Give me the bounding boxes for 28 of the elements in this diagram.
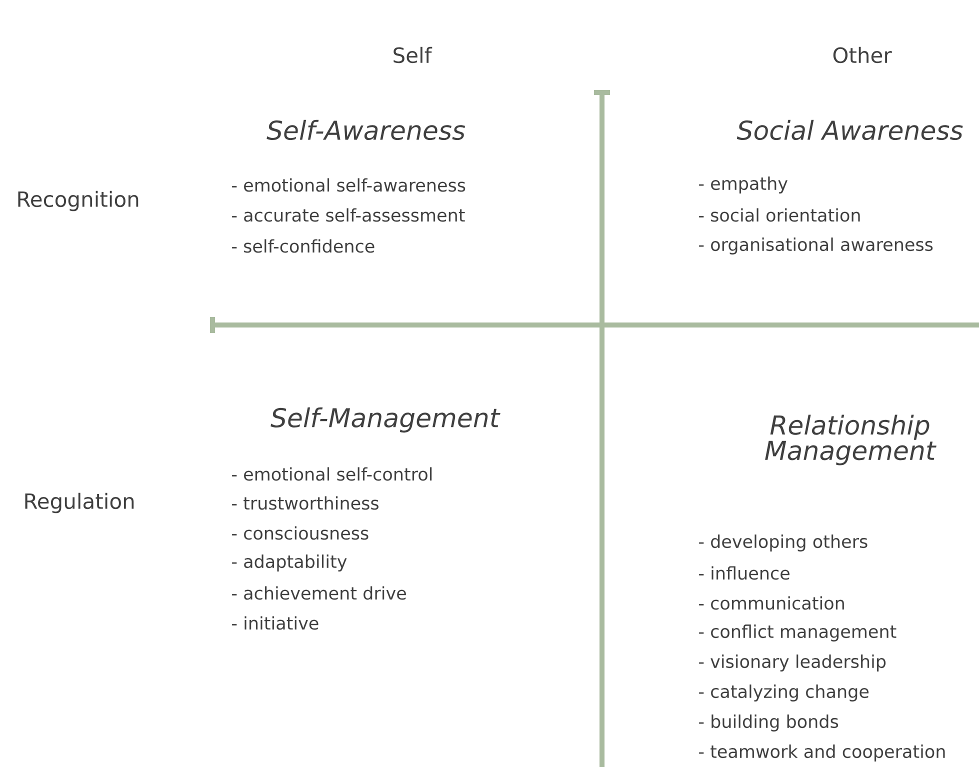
list-item: - catalyzing change	[699, 684, 869, 702]
list-item: - emotional self-awareness	[232, 178, 466, 192]
list-item: - trustworthiness	[232, 496, 378, 510]
column-header: Self	[394, 46, 432, 64]
quadrant-heading: Social Awareness	[736, 120, 963, 140]
row-header: Recognition	[18, 190, 138, 212]
list-item: - developing others	[699, 534, 868, 552]
list-item: - conflict management	[699, 624, 896, 642]
quadrant-heading: Self-Management	[270, 407, 500, 433]
list-item: - influence	[699, 566, 790, 580]
quadrant-heading: Relationship Management	[765, 414, 936, 466]
quadrant-heading: Self-Awareness	[266, 120, 465, 140]
list-item: - communication	[699, 596, 844, 610]
row-header: Regulation	[25, 492, 134, 514]
list-item: - accurate self-assessment	[232, 208, 465, 222]
list-item: - achievement drive	[232, 586, 406, 600]
list-item: - empathy	[699, 176, 788, 194]
list-item: - emotional self-control	[232, 467, 432, 481]
list-item: - self-confidence	[232, 239, 374, 253]
list-item: - adaptability	[232, 554, 347, 572]
list-item: - visionary leadership	[699, 654, 886, 672]
list-item: - building bonds	[699, 714, 838, 732]
list-item: - teamwork and cooperation	[699, 744, 945, 762]
list-item: - initiative	[232, 616, 318, 630]
list-item: - consciousness	[232, 526, 368, 540]
list-item: - social orientation	[699, 208, 860, 222]
list-item: - organisational awareness	[699, 238, 933, 254]
column-header: Other	[833, 46, 892, 64]
